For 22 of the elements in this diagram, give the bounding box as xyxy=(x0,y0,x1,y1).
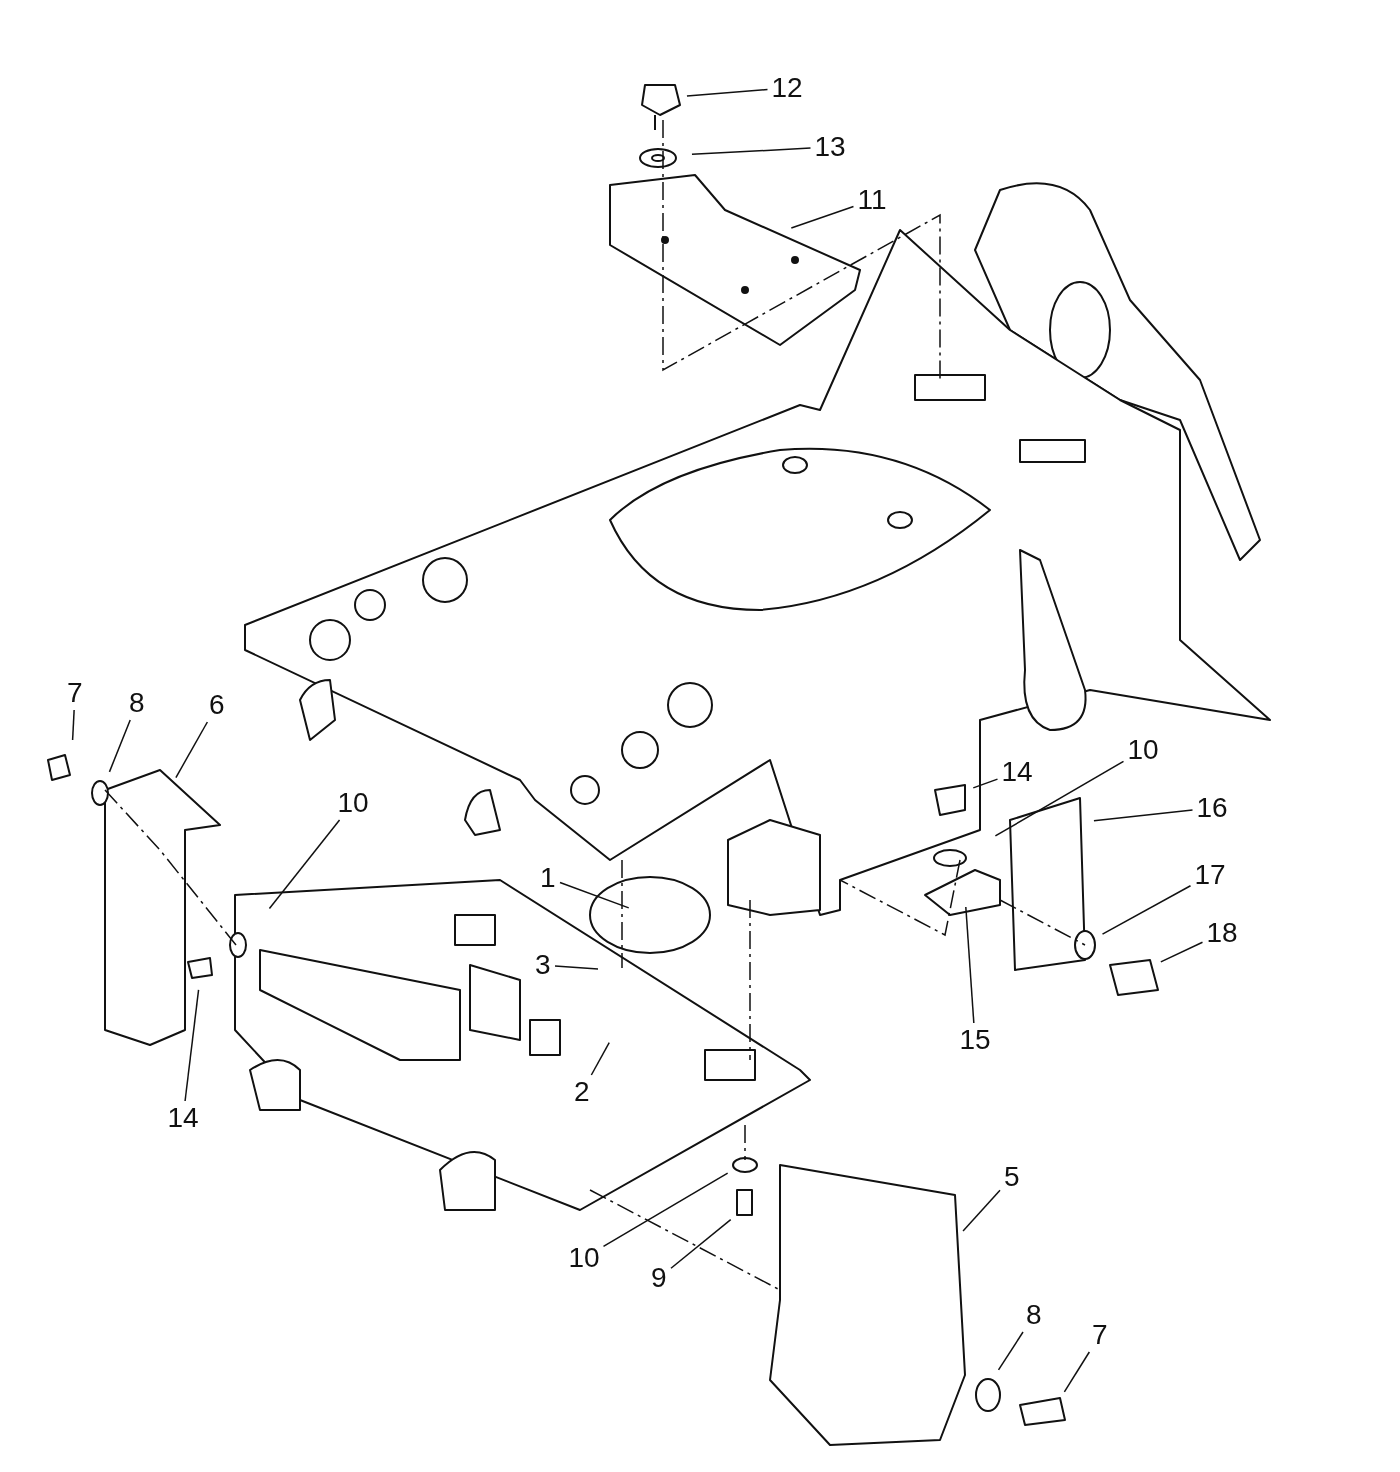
leader-line xyxy=(1093,809,1194,822)
leader-line xyxy=(670,1218,732,1269)
leader-line xyxy=(184,989,200,1102)
leader-line xyxy=(1063,1351,1091,1393)
leader-line xyxy=(554,965,599,970)
leader-line xyxy=(790,205,855,229)
leader-line xyxy=(1101,885,1192,935)
leader-line xyxy=(71,709,75,741)
leader-line xyxy=(602,1172,729,1248)
leader-line xyxy=(590,1041,610,1076)
leader-line xyxy=(994,760,1125,837)
leader-line xyxy=(972,778,999,789)
leader-line xyxy=(559,881,630,909)
leader-line xyxy=(1160,941,1204,963)
leader-line xyxy=(965,906,975,1024)
leader-line xyxy=(686,88,769,97)
leader-line xyxy=(108,719,131,773)
leader-line xyxy=(268,819,341,910)
leader-line xyxy=(175,721,209,779)
leader-line xyxy=(962,1189,1001,1232)
leader-line xyxy=(997,1331,1024,1371)
leader-line xyxy=(691,147,812,156)
